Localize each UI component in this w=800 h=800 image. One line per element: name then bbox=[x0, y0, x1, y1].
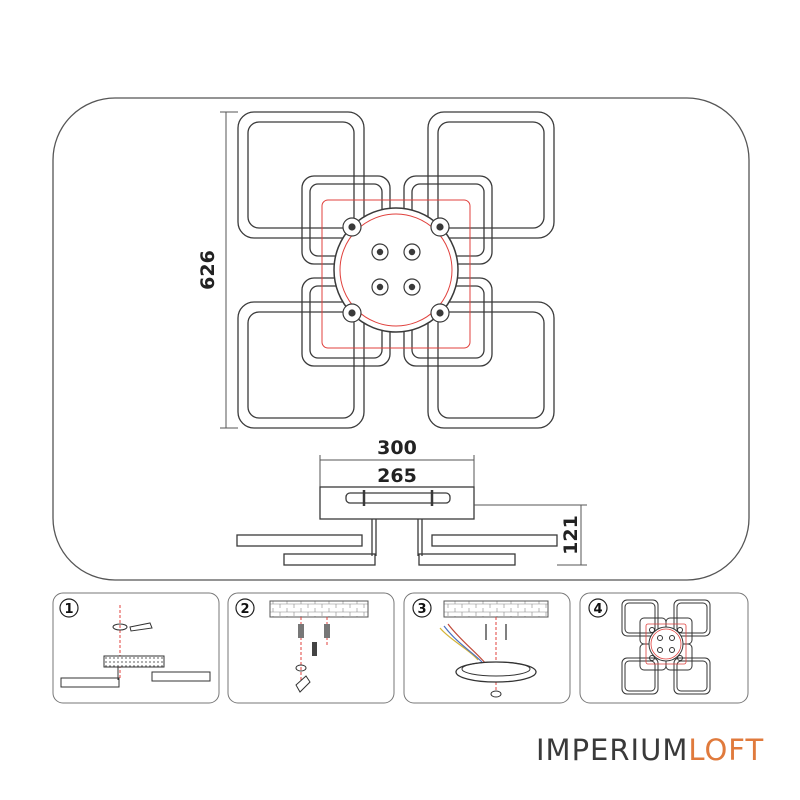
depth-label: 121 bbox=[560, 515, 582, 555]
screwdriver-icon bbox=[129, 622, 153, 632]
arm-left-upper bbox=[236, 534, 363, 547]
side-view bbox=[236, 455, 587, 566]
brand-part-2: LOFT bbox=[688, 733, 765, 767]
arm-right-upper bbox=[431, 534, 558, 547]
step-1-panel: 1 bbox=[52, 592, 220, 704]
brand-logo: IMPERIUMLOFT bbox=[536, 733, 764, 767]
step-1-number: 1 bbox=[64, 602, 73, 617]
step-4-number: 4 bbox=[593, 602, 602, 617]
top-view bbox=[237, 111, 555, 429]
outer-square-tr bbox=[427, 111, 555, 239]
drill-icon bbox=[295, 675, 311, 693]
step-3-panel: 3 bbox=[403, 592, 571, 704]
main-panel: 626 3 bbox=[52, 97, 750, 581]
outer-square-br bbox=[427, 301, 555, 429]
outer-square-bl bbox=[237, 301, 365, 429]
outer-square-tl bbox=[237, 111, 365, 239]
height-dimension bbox=[220, 111, 238, 429]
height-label: 626 bbox=[197, 250, 219, 290]
base-plate bbox=[333, 207, 459, 333]
inner-width-label: 265 bbox=[377, 465, 417, 487]
mounting-plate bbox=[103, 655, 165, 668]
ceiling-wall bbox=[269, 600, 369, 618]
step-2-number: 2 bbox=[240, 602, 249, 617]
brand-part-1: IMPERIUM bbox=[536, 733, 689, 767]
ceiling-wall bbox=[443, 600, 549, 618]
arm-left-lower bbox=[283, 553, 376, 566]
base-block bbox=[319, 486, 475, 520]
outer-width-label: 300 bbox=[377, 437, 417, 459]
anchor-bolt bbox=[312, 642, 317, 656]
assembled-lamp-mini bbox=[621, 599, 711, 695]
mounting-outline bbox=[321, 199, 471, 349]
screws bbox=[342, 217, 450, 323]
step-2-panel: 2 bbox=[227, 592, 395, 704]
step-4-panel: 4 bbox=[579, 592, 749, 704]
arm-right-lower bbox=[418, 553, 516, 566]
step-3-number: 3 bbox=[417, 602, 426, 617]
